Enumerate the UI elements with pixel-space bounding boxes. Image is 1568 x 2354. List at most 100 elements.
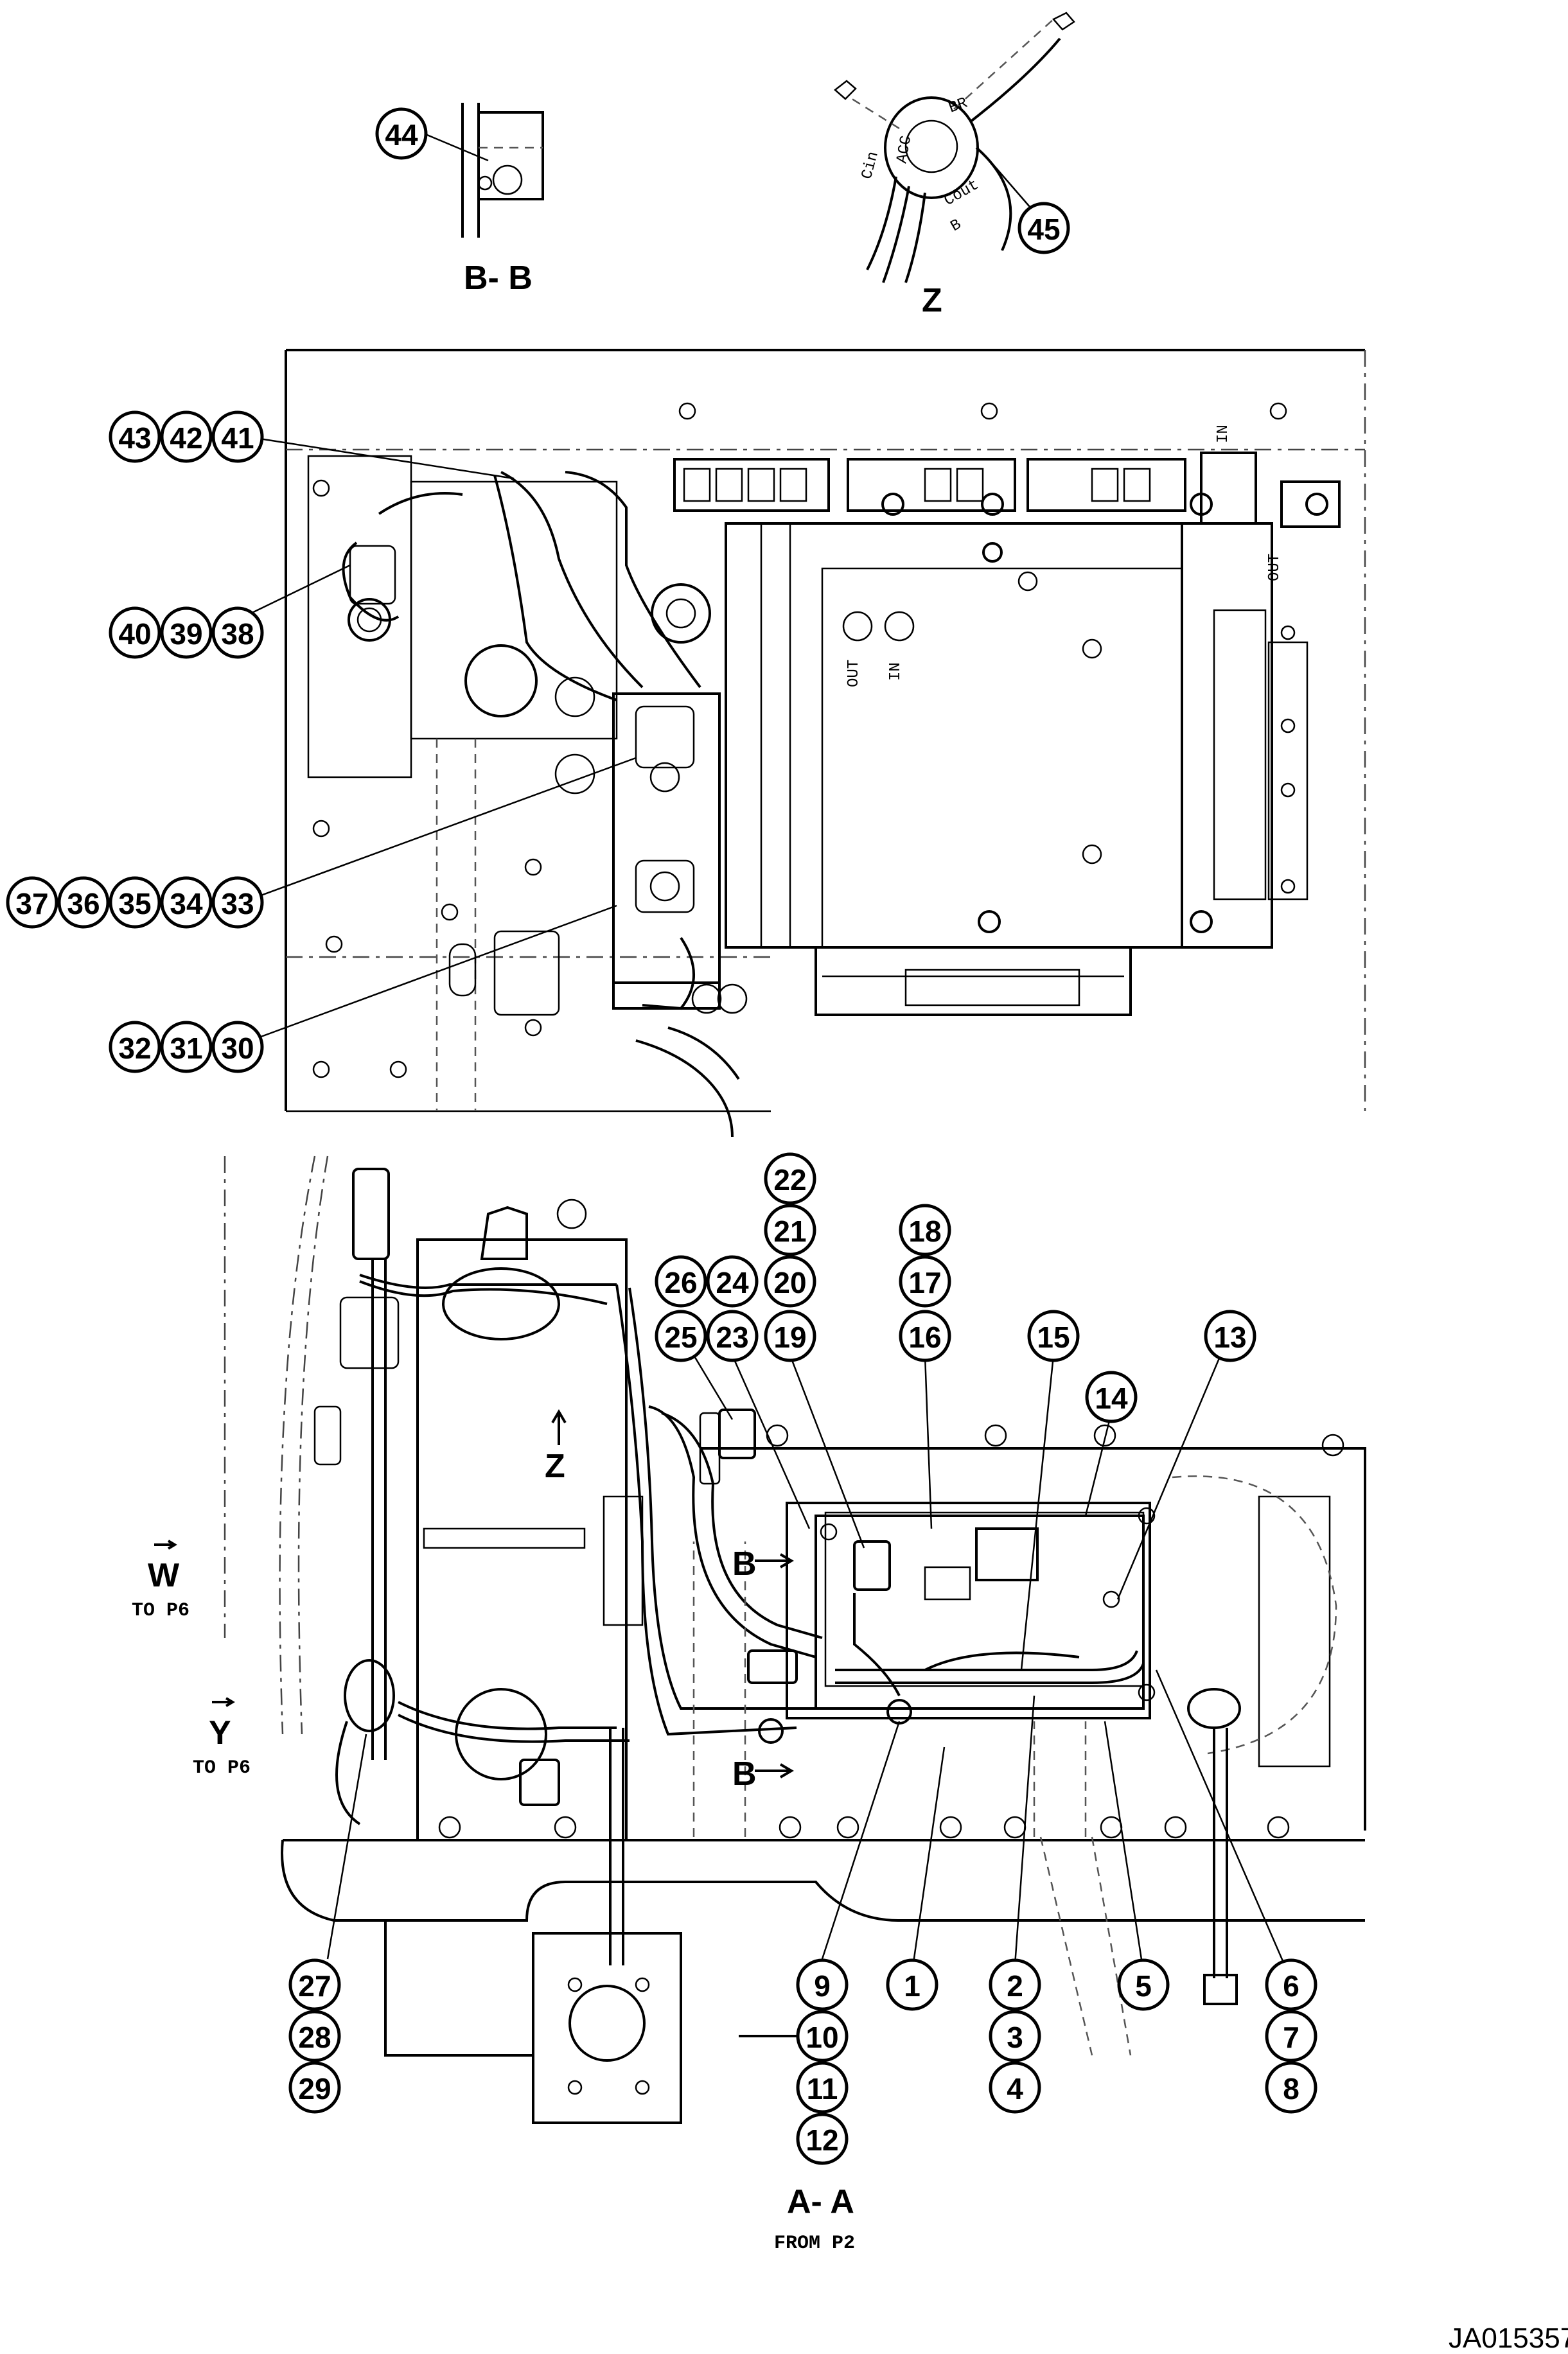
callout-31: 31 — [160, 1021, 213, 1073]
callout-number: 37 — [15, 887, 48, 920]
callout-circle — [1017, 202, 1070, 254]
callout-number: 32 — [118, 1032, 151, 1065]
drawing-number: JA015357 — [1449, 2323, 1568, 2354]
callout-7: 7 — [1265, 2010, 1317, 2062]
callout-13: 13 — [1204, 1310, 1256, 1362]
callout-circle — [1265, 2061, 1317, 2114]
callout-circle — [109, 876, 161, 929]
callout-16: 16 — [899, 1310, 951, 1362]
callout-number: 25 — [664, 1321, 697, 1354]
callout-40: 40 — [109, 606, 161, 659]
callout-36: 36 — [57, 876, 110, 929]
callout-circle — [160, 1021, 213, 1073]
callout-number: 6 — [1283, 1969, 1299, 2003]
callout-number: 40 — [118, 617, 151, 651]
callout-number: 38 — [221, 617, 254, 651]
callout-circle — [109, 606, 161, 659]
callout-circle — [899, 1255, 951, 1308]
callout-number: 27 — [298, 1969, 331, 2003]
y-label: Y — [209, 1714, 231, 1752]
callout-18: 18 — [899, 1204, 951, 1256]
callout-25: 25 — [655, 1310, 707, 1362]
callout-number: 21 — [773, 1215, 806, 1248]
callout-number: 33 — [221, 887, 254, 920]
callout-number: 43 — [118, 421, 151, 455]
callout-number: 39 — [170, 617, 202, 651]
callout-24: 24 — [706, 1255, 759, 1308]
callout-number: 28 — [298, 2021, 331, 2054]
callout-number: 3 — [1007, 2021, 1023, 2054]
callout-circle — [288, 2010, 341, 2062]
callout-circle — [764, 1310, 816, 1362]
callout-number: 26 — [664, 1266, 697, 1299]
callout-number: 24 — [716, 1266, 749, 1299]
callout-number: 7 — [1283, 2021, 1299, 2054]
callout-26: 26 — [655, 1255, 707, 1308]
callout-41: 41 — [211, 410, 264, 463]
callout-33: 33 — [211, 876, 264, 929]
callout-8: 8 — [1265, 2061, 1317, 2114]
callout-circle — [899, 1204, 951, 1256]
callout-10: 10 — [796, 2010, 849, 2062]
callout-number: 16 — [908, 1321, 941, 1354]
cin-mark: Cin — [859, 150, 883, 181]
callout-17: 17 — [899, 1255, 951, 1308]
callout-circle — [1085, 1371, 1138, 1423]
callout-38: 38 — [211, 606, 264, 659]
callout-number: 22 — [773, 1163, 806, 1197]
callout-number: 5 — [1135, 1969, 1152, 2003]
callout-number: 12 — [806, 2123, 838, 2157]
callout-number: 17 — [908, 1266, 941, 1299]
callout-circle — [989, 1958, 1041, 2011]
callout-circle — [211, 1021, 264, 1073]
callout-circle — [109, 410, 161, 463]
callout-32: 32 — [109, 1021, 161, 1073]
callout-number: 23 — [716, 1321, 748, 1354]
acc-mark: ACC — [894, 134, 915, 164]
callout-34: 34 — [160, 876, 213, 929]
lower-plan-view — [224, 1155, 1366, 2124]
callout-number: 36 — [67, 887, 100, 920]
view-bb-detail — [423, 103, 544, 238]
callout-circle — [796, 2061, 849, 2114]
view-aa-sub-label: FROM P2 — [774, 2233, 855, 2254]
callout-circle — [796, 1958, 849, 2011]
callout-number: 4 — [1007, 2072, 1023, 2105]
callout-22: 22 — [764, 1152, 816, 1205]
callout-circle — [6, 876, 58, 929]
callout-circle — [160, 410, 213, 463]
in-mark-2: IN — [1215, 425, 1232, 443]
callout-number: 1 — [904, 1969, 921, 2003]
callout-circle — [899, 1310, 951, 1362]
callout-circle — [989, 2010, 1041, 2062]
callout-28: 28 — [288, 2010, 341, 2062]
w-sub-label: TO P6 — [132, 1600, 189, 1622]
callout-circle — [1027, 1310, 1080, 1362]
b-mark: B — [948, 216, 965, 236]
callout-4: 4 — [989, 2061, 1041, 2114]
callout-5: 5 — [1117, 1958, 1170, 2011]
cout-mark: Cout — [942, 177, 982, 210]
callout-2: 2 — [989, 1958, 1041, 2011]
callout-number: 30 — [221, 1032, 254, 1065]
callout-circle — [288, 1958, 341, 2011]
callout-circle — [375, 107, 428, 160]
callout-number: 9 — [814, 1969, 831, 2003]
callout-number: 31 — [170, 1032, 202, 1065]
callout-number: 19 — [773, 1321, 806, 1354]
view-z-detail — [834, 12, 1075, 283]
callout-number: 11 — [807, 2072, 838, 2105]
callout-39: 39 — [160, 606, 213, 659]
callout-15: 15 — [1027, 1310, 1080, 1362]
callout-number: 10 — [806, 2021, 838, 2054]
callout-number: 42 — [170, 421, 202, 455]
callout-45: 45 — [1017, 202, 1070, 254]
callout-number: 18 — [908, 1215, 941, 1248]
callout-43: 43 — [109, 410, 161, 463]
callout-circle — [1117, 1958, 1170, 2011]
callout-number: 8 — [1283, 2072, 1299, 2105]
z-marker: Z — [545, 1448, 565, 1485]
callout-circle — [1265, 2010, 1317, 2062]
callout-11: 11 — [796, 2061, 849, 2114]
